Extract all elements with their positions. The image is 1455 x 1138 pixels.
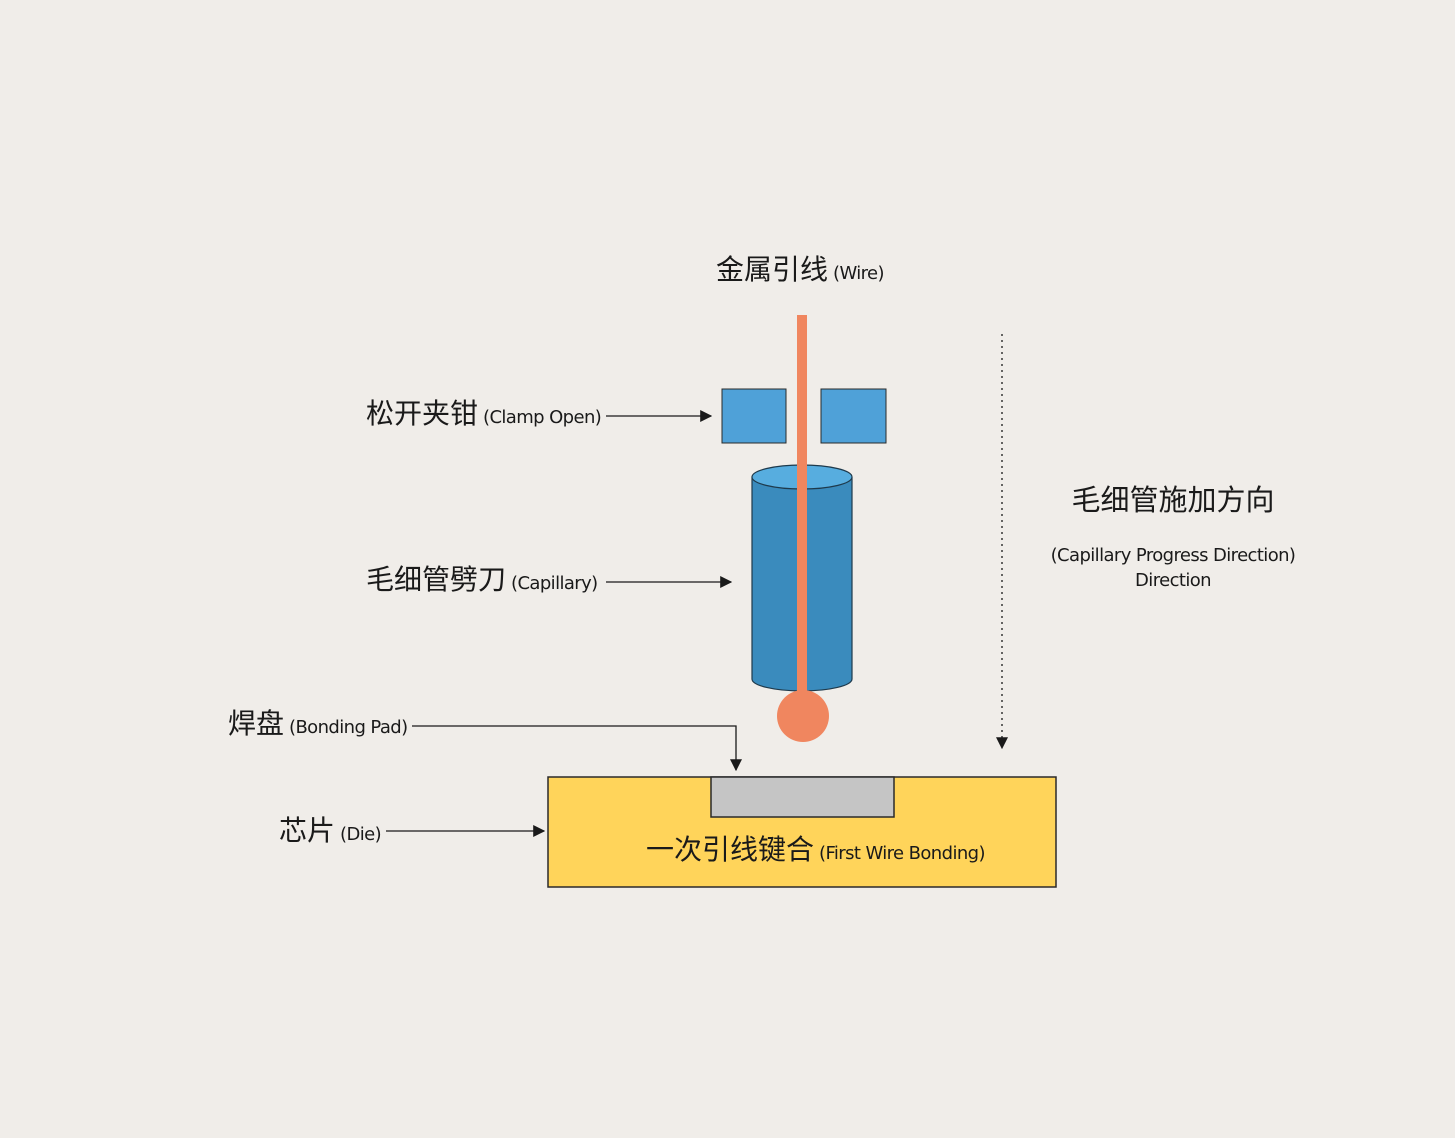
- bonding-pad-label-zh: 焊盘: [228, 707, 285, 740]
- direction-label-zh: 毛细管施加方向: [1071, 483, 1275, 517]
- direction-label: 毛细管施加方向 (Capillary Progress Direction) D…: [1035, 477, 1311, 593]
- capillary-label-zh: 毛细管劈刀: [366, 563, 507, 596]
- metal-wire: [797, 315, 807, 715]
- wire-label-zh: 金属引线: [716, 253, 829, 286]
- clamp-label: 松开夹钳(Clamp Open): [366, 397, 602, 430]
- bonding-pad-label-en: (Bonding Pad): [289, 717, 408, 738]
- first-wire-bonding-label-en: (First Wire Bonding): [819, 843, 985, 864]
- capillary-label: 毛细管劈刀(Capillary): [366, 566, 598, 594]
- die-label-en: (Die): [340, 824, 382, 845]
- first-wire-bonding-label: 一次引线键合(First Wire Bonding): [646, 833, 986, 866]
- arrow-right-icon: [412, 725, 742, 772]
- direction-label-en-line1: (Capillary Progress Direction): [1050, 545, 1296, 566]
- first-wire-bonding-label-zh: 一次引线键合: [646, 833, 815, 866]
- die-label: 芯片(Die): [279, 814, 382, 847]
- clamp-jaw-right: [820, 388, 887, 444]
- capillary-label-en: (Capillary): [511, 573, 598, 594]
- wire-label-en: (Wire): [833, 263, 885, 284]
- clamp-jaw-left: [721, 388, 787, 444]
- wire-ball: [777, 690, 829, 742]
- bonding-pad-label: 焊盘(Bonding Pad): [228, 710, 408, 738]
- clamp-label-zh: 松开夹钳: [366, 397, 479, 430]
- direction-label-en-line2: Direction: [1135, 570, 1212, 591]
- die-label-zh: 芯片: [279, 814, 336, 847]
- bonding-pad: [710, 776, 895, 818]
- clamp-label-en: (Clamp Open): [483, 407, 602, 428]
- wire-label: 金属引线(Wire): [716, 253, 885, 286]
